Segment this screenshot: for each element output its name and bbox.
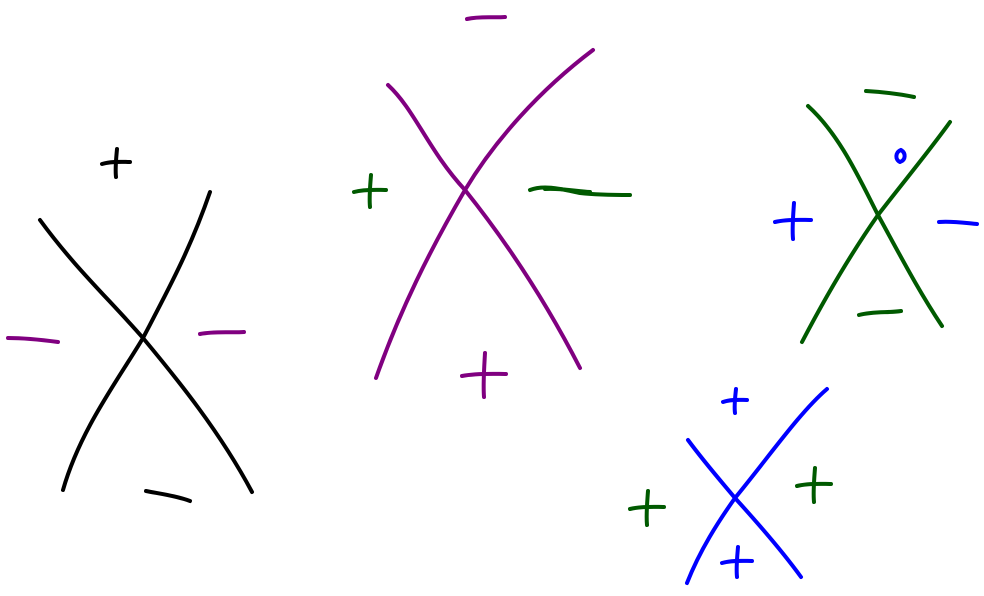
crossing-blue: + + + +	[628, 387, 833, 585]
sign-plus-green-left: +	[773, 201, 813, 241]
sign-minus-green-top: -	[864, 89, 916, 99]
sign-minus-purple-right: -	[528, 185, 632, 197]
crossing-blue-curve-1	[686, 438, 803, 579]
crossing-purple-curve-1	[386, 83, 582, 370]
sign-plus-blue-left: +	[628, 489, 666, 527]
sign-dot-green-inner-dot: •	[894, 148, 907, 164]
sign-plus-blue-top: +	[721, 387, 749, 415]
sign-minus-black-bottom: -	[144, 489, 192, 503]
crossing-purple-curve-2	[374, 48, 595, 380]
sign-minus-green-bottom: -	[857, 309, 903, 317]
sign-plus-purple-bottom: +	[460, 351, 508, 399]
sign-minus-green-right: -	[937, 219, 979, 226]
sign-plus-blue-bottom: +	[720, 545, 754, 579]
crossing-black-curve-2	[61, 190, 212, 492]
crossing-black-curve-1	[38, 218, 254, 494]
sign-plus-black-top: +	[100, 147, 132, 179]
sign-minus-purple-top: -	[465, 15, 507, 21]
crossing-purple: - + - +	[352, 15, 632, 399]
sign-plus-blue-right: +	[795, 466, 833, 504]
sign-minus-black-right: -	[198, 330, 246, 336]
crossing-blue-curve-2	[685, 387, 829, 585]
crossing-green: - • + - -	[773, 89, 979, 344]
sign-plus-purple-left: +	[352, 173, 388, 209]
crossing-black: + - - -	[6, 147, 254, 503]
sign-minus-black-left: -	[6, 336, 60, 344]
crossing-green-curve-2	[800, 120, 952, 344]
